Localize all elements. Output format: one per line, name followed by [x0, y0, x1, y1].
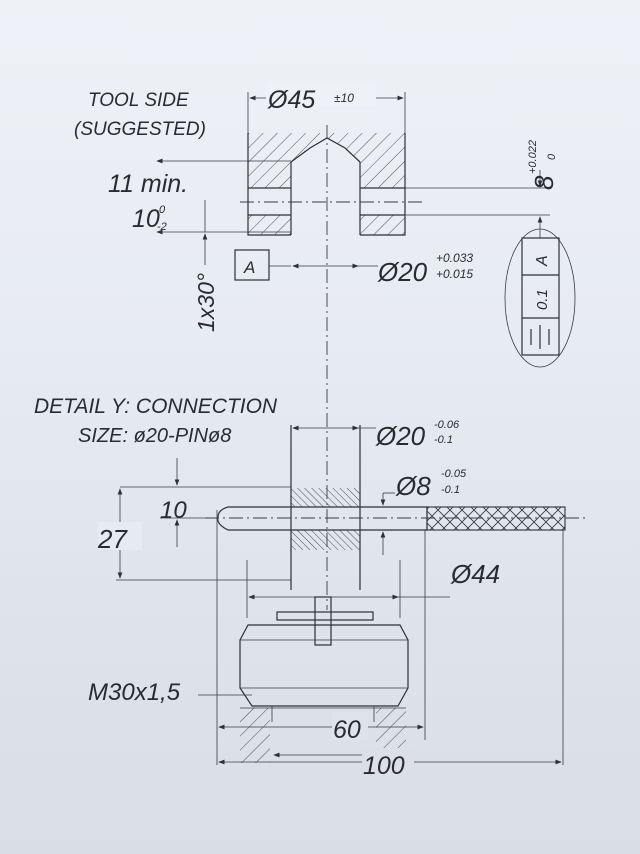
dia20-tol-upper: +0.033 — [436, 251, 473, 265]
depth-10-tol-upper: 0 — [159, 204, 166, 216]
tool-block-section — [247, 133, 406, 236]
detail-title: DETAIL Y: CONNECTION — [34, 395, 278, 418]
pin-dia8-tol-lower: -0.1 — [441, 484, 460, 496]
width8-tol-lower: 0 — [546, 153, 558, 160]
fcf-tolerance: 0.1 — [534, 289, 551, 310]
symmetry-icon — [530, 325, 550, 349]
chamfer-label: 1x30° — [193, 273, 219, 332]
tool-side-view: TOOL SIDE (SUGGESTED) Ø45 ±10 11 min. 10… — [74, 84, 576, 610]
pin-body — [217, 506, 428, 531]
dia44-label: Ø44 — [450, 559, 500, 589]
adapter-nut — [239, 596, 409, 722]
dia45-tolerance: ±10 — [334, 91, 354, 105]
dia20-tol-lower: +0.015 — [436, 267, 473, 281]
fcf-datum: A — [534, 255, 551, 267]
thread-label: M30x1,5 — [88, 679, 181, 706]
shaft-dia20-tol-lower: -0.1 — [434, 434, 453, 446]
detail-y-view: DETAIL Y: CONNECTION SIZE: ø20-PINø8 Ø20… — [34, 395, 585, 780]
depth-10-label: 10 — [132, 205, 160, 233]
dia20-label: Ø20 — [377, 257, 428, 287]
highlight-ellipse — [504, 228, 576, 368]
datum-a-box — [234, 249, 270, 281]
tool-side-title: TOOL SIDE — [88, 90, 189, 111]
datum-a-label: A — [243, 258, 255, 277]
dia45-label: Ø45 — [267, 86, 315, 114]
depth-11-label: 11 min. — [108, 170, 188, 198]
pin-dia8-tol-upper: -0.05 — [441, 468, 467, 480]
dim-100-label: 100 — [363, 752, 405, 780]
width8-label: 8 — [529, 175, 559, 190]
depth-10-tol-lower: -2 — [157, 221, 167, 233]
pin-dia8-label: Ø8 — [395, 471, 431, 501]
detail-size: SIZE: ø20-PINø8 — [78, 425, 231, 447]
tool-side-subtitle: (SUGGESTED) — [74, 119, 206, 140]
dim-60-label: 60 — [333, 716, 361, 744]
feature-control-frame: A 0.1 — [504, 228, 576, 368]
dim-27-label: 27 — [97, 524, 128, 554]
width8-tol-upper: +0.022 — [527, 140, 539, 174]
pin-knurled-end — [426, 506, 566, 531]
dim-10-label: 10 — [160, 497, 187, 524]
shaft-dia20-label: Ø20 — [375, 421, 426, 451]
shaft-dia20-tol-upper: -0.06 — [434, 419, 460, 431]
